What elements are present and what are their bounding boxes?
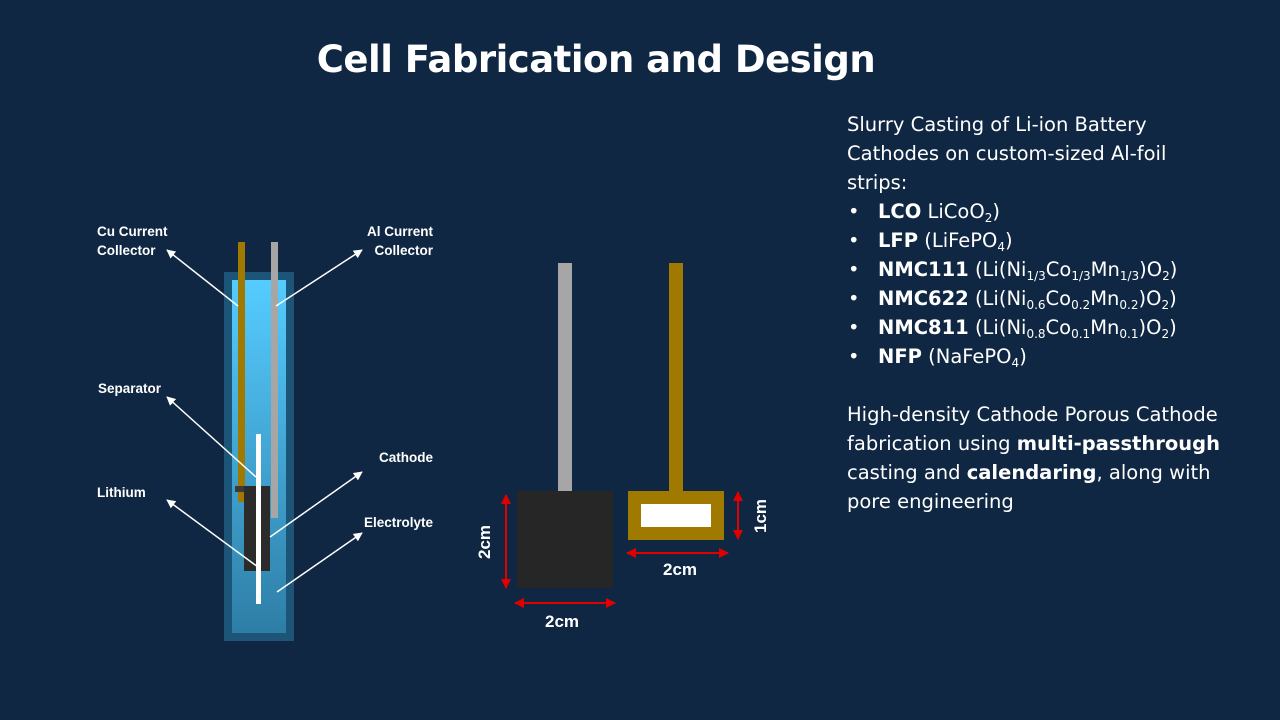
text-panel: Slurry Casting of Li-ion Battery Cathode… [847, 110, 1227, 516]
leader-cathode [269, 471, 363, 538]
label-al-current-collector-2: Collector [374, 243, 433, 258]
leader-lithium [166, 499, 259, 568]
label-cu-current-collector-2: Collector [97, 243, 156, 258]
dim-label-strip-width: 2cm [663, 560, 697, 579]
material-item: •NMC622 (Li(Ni0.6Co0.2Mn0.2)O2) [848, 287, 1177, 312]
label-cu-current-collector-1: Cu Current [97, 224, 168, 239]
strip-electrode-window [641, 504, 711, 527]
label-al-current-collector-1: Al Current [367, 224, 434, 239]
cu-current-collector [238, 242, 245, 502]
slide-title: Cell Fabrication and Design [316, 38, 876, 81]
al-current-collector [271, 242, 278, 518]
label-cathode: Cathode [379, 450, 433, 465]
material-item: •NFP (NaFePO4) [848, 345, 1027, 370]
leader-al-current-collector [275, 249, 363, 307]
leader-electrolyte [276, 532, 363, 593]
material-item: •NMC811 (Li(Ni0.8Co0.1Mn0.1)O2) [848, 316, 1177, 341]
strip-electrode-tab [669, 263, 683, 493]
material-item: •LFP (LiFePO4) [848, 229, 1013, 254]
square-electrode-tab [558, 263, 572, 492]
material-item: •LCO LiCoO2) [848, 200, 1000, 225]
fabrication-text: High-density Cathode Porous Cathode fabr… [847, 403, 1220, 513]
square-electrode [517, 491, 613, 588]
material-list: •LCO LiCoO2) •LFP (LiFePO4) •NMC111 (Li(… [847, 197, 1227, 371]
dim-label-square-width: 2cm [545, 612, 579, 631]
leader-cu-current-collector [166, 249, 239, 307]
label-separator: Separator [98, 381, 162, 396]
material-item: •NMC111 (Li(Ni1/3Co1/3Mn1/3)O2) [848, 258, 1178, 283]
dim-label-strip-height: 1cm [751, 499, 770, 533]
label-electrolyte: Electrolyte [364, 515, 434, 530]
separator [256, 434, 261, 604]
label-lithium: Lithium [97, 485, 146, 500]
intro-text: Slurry Casting of Li-ion Battery Cathode… [847, 113, 1167, 194]
leader-separator [166, 396, 257, 478]
dim-label-square-height: 2cm [475, 525, 494, 559]
